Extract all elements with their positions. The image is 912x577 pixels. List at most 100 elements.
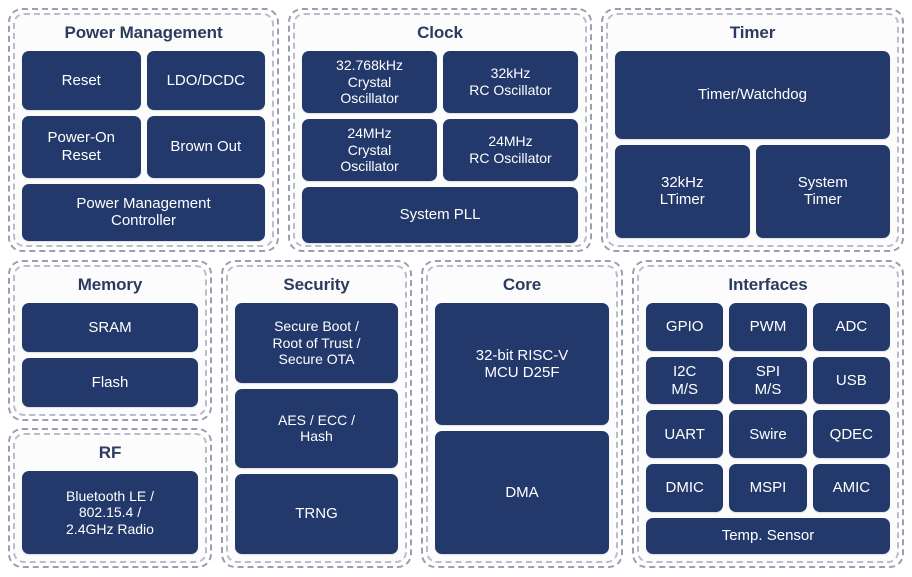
block-system-pll-label: System PLL (399, 206, 481, 224)
block-uart[interactable]: UART (646, 410, 724, 459)
block-32khz-rc-line1: 32kHz (490, 65, 531, 82)
panel-title-interfaces: Interfaces (728, 275, 808, 294)
block-sram[interactable]: SRAM (22, 302, 198, 352)
panel-body-rf: Bluetooth LE /802.15.4 /2.4GHz Radio (22, 470, 198, 554)
block-amic-line1: AMIC (832, 479, 871, 497)
block-system-pll[interactable]: System PLL (302, 186, 578, 243)
block-system-timer-line2: Timer (803, 191, 842, 209)
block-reset-label: Reset (61, 71, 101, 89)
block-secure-boot[interactable]: Secure Boot /Root of Trust /Secure OTA (235, 302, 398, 383)
block-radio[interactable]: Bluetooth LE /802.15.4 /2.4GHz Radio (22, 470, 198, 554)
panel-rf-inner: RF Bluetooth LE /802.15.4 /2.4GHz Radio (13, 433, 207, 563)
block-ldo-dcdc[interactable]: LDO/DCDC (146, 50, 265, 110)
block-power-on-reset-line1: Power-On (47, 129, 116, 147)
diagram-row-bottom: Memory SRAM Flash RF (8, 260, 904, 568)
diagram-row-top: Power Management Reset LDO/DCDC Power-On… (8, 8, 904, 252)
block-reset[interactable]: Reset (22, 50, 141, 110)
block-32khz-rc-line2: RC Oscillator (469, 81, 552, 98)
block-pwm[interactable]: PWM (729, 302, 807, 351)
block-32khz-ltimer-line2: LTimer (659, 191, 705, 209)
clock-row-3: System PLL (302, 186, 578, 243)
panel-title-power-management: Power Management (64, 23, 223, 42)
block-dmic-label: DMIC (666, 479, 704, 497)
block-crypto-line1: AES / ECC / (277, 411, 356, 428)
block-spi-line1: SPI (755, 362, 781, 380)
block-qdec[interactable]: QDEC (812, 410, 890, 459)
block-brown-out[interactable]: Brown Out (146, 115, 265, 178)
block-mspi[interactable]: MSPI (729, 464, 807, 512)
block-gpio-line1: GPIO (665, 317, 704, 335)
block-uart-label: UART (664, 426, 705, 444)
block-brown-out-label: Brown Out (170, 138, 242, 156)
block-timer-watchdog-label: Timer/Watchdog (698, 86, 807, 104)
block-usb[interactable]: USB (812, 356, 890, 405)
block-crypto-line2: Hash (300, 428, 333, 445)
block-flash[interactable]: Flash (22, 357, 198, 407)
pm-row-1: Reset LDO/DCDC (22, 50, 265, 110)
block-adc[interactable]: ADC (812, 302, 890, 351)
block-mspi-line1: MSPI (749, 479, 787, 497)
panel-memory-inner: Memory SRAM Flash (13, 265, 207, 416)
block-crypto[interactable]: AES / ECC /Hash (235, 388, 398, 469)
panel-title-core: Core (502, 275, 542, 294)
block-24mhz-xtal-line2: Crystal (347, 141, 392, 158)
block-swire[interactable]: Swire (729, 410, 807, 459)
block-32768khz-xtal-line1: 32.768kHz (336, 57, 403, 74)
block-pwm-label: PWM (750, 318, 787, 336)
panel-body-memory: SRAM Flash (22, 302, 198, 407)
block-swire-label: Swire (749, 426, 787, 444)
panel-title-security: Security (283, 275, 350, 294)
memory-rf-stack: Memory SRAM Flash RF (8, 260, 212, 568)
block-secure-boot-line2: Root of Trust / (272, 334, 361, 351)
block-amic[interactable]: AMIC (812, 464, 890, 512)
block-32768khz-xtal-line3: Oscillator (340, 90, 399, 107)
block-trng[interactable]: TRNG (235, 474, 398, 554)
block-pmc-line1: Power Management (76, 194, 211, 212)
block-radio-label: Bluetooth LE /802.15.4 /2.4GHz Radio (66, 488, 154, 538)
block-risc-v-cpu-line2: MCU D25F (484, 364, 560, 382)
block-sram-label: SRAM (88, 318, 132, 336)
block-power-on-reset-line2: Reset (61, 146, 101, 164)
panel-security-inner: Security Secure Boot /Root of Trust /Sec… (226, 265, 407, 563)
block-secure-boot-line1: Secure Boot / (274, 318, 359, 334)
panel-title-memory: Memory (77, 275, 143, 294)
block-trng-label: TRNG (295, 505, 338, 523)
block-dmic[interactable]: DMIC (646, 464, 724, 512)
block-timer-watchdog[interactable]: Timer/Watchdog (615, 50, 890, 139)
block-temp-sensor[interactable]: Temp. Sensor (646, 518, 890, 554)
block-24mhz-xtal-line3: Oscillator (340, 158, 399, 175)
panel-power-management-inner: Power Management Reset LDO/DCDC Power-On… (13, 13, 274, 247)
block-32768khz-xtal-line2: Crystal (347, 73, 392, 90)
block-gpio[interactable]: GPIO (646, 302, 724, 351)
block-i2c-line1: I2C (672, 362, 697, 380)
panel-body-security: Secure Boot /Root of Trust /Secure OTA A… (235, 302, 398, 554)
block-dma[interactable]: DMA (435, 431, 609, 554)
block-ldo-dcdc-label: LDO/DCDC (166, 71, 245, 89)
panel-rf: RF Bluetooth LE /802.15.4 /2.4GHz Radio (8, 428, 212, 568)
